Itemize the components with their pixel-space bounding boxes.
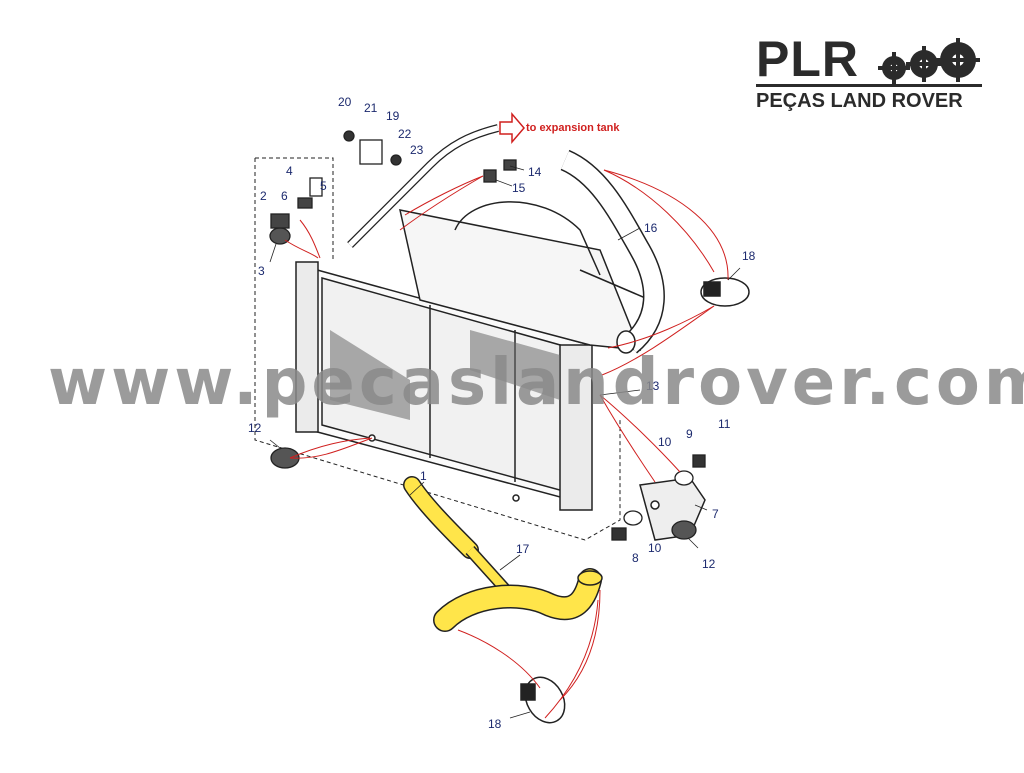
callout-12a: 12 [248, 421, 262, 435]
callout-4: 4 [286, 164, 293, 178]
callout-3: 3 [258, 264, 265, 278]
expansion-arrow [499, 111, 525, 145]
callout-5: 5 [320, 179, 327, 193]
callout-10a: 10 [658, 435, 672, 449]
radiator [295, 261, 593, 511]
leader-lines [284, 169, 729, 719]
callout-23: 23 [410, 143, 424, 157]
callout-6: 6 [281, 189, 288, 203]
expansion-tank-annotation: to expansion tank [526, 122, 620, 134]
callout-9: 9 [686, 427, 693, 441]
logo-rule [756, 84, 982, 87]
callout-labels: 1 2 3 4 5 6 7 8 9 10 10 11 12 12 13 14 1… [248, 95, 756, 731]
plr-logo: PLR PEÇAS LAND ROVER [752, 30, 982, 112]
callout-7: 7 [712, 507, 719, 521]
watermark-url: www.pecaslandrover.com [48, 346, 1024, 420]
logo-mark: PLR [756, 31, 859, 87]
assembly-outline [254, 157, 621, 541]
callout-16: 16 [644, 221, 658, 235]
hose-clip-upper [700, 277, 750, 307]
callout-19: 19 [386, 109, 400, 123]
callout-1: 1 [420, 469, 427, 483]
gears-icon [878, 38, 980, 84]
expansion-pipe [347, 124, 499, 248]
callout-13: 13 [646, 379, 660, 393]
fan-cowl [399, 201, 651, 351]
callout-8: 8 [632, 551, 639, 565]
callout-21: 21 [364, 101, 378, 115]
callout-12b: 12 [702, 557, 716, 571]
bottom-hose-highlighted [403, 476, 603, 632]
callout-14: 14 [528, 165, 542, 179]
hose-clip-lower [520, 676, 566, 724]
callout-20: 20 [338, 95, 352, 109]
top-hose [560, 149, 665, 354]
callout-2: 2 [260, 189, 267, 203]
callout-15: 15 [512, 181, 526, 195]
logo-subtitle: PEÇAS LAND ROVER [756, 90, 963, 112]
callout-22: 22 [398, 127, 412, 141]
callout-17: 17 [516, 542, 530, 556]
callout-11: 11 [718, 417, 731, 431]
callout-10b: 10 [648, 541, 662, 555]
callout-18b: 18 [488, 717, 502, 731]
callout-18a: 18 [742, 249, 756, 263]
callout-leaders [269, 165, 741, 719]
